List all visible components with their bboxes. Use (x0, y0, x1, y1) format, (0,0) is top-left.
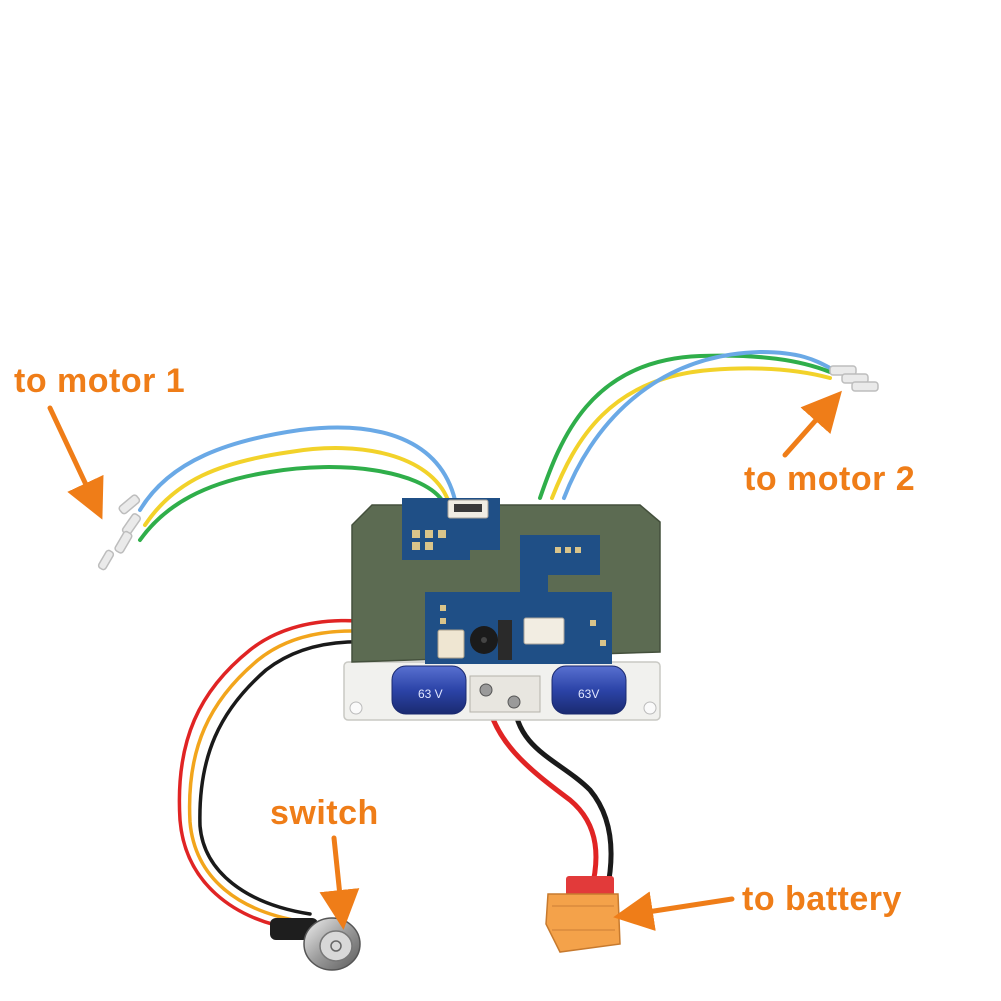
capacitor-right: 63V (551, 665, 627, 715)
motor-2-wires (538, 349, 832, 500)
battery-label: to battery (742, 880, 902, 918)
motor-2-label: to motor 2 (744, 460, 916, 498)
svg-text:63 V: 63 V (418, 687, 443, 701)
battery-wires (483, 687, 614, 898)
xt60-connector (545, 876, 621, 953)
motor-2-terminals (829, 365, 879, 392)
switch-label: switch (270, 794, 379, 832)
callout-arrows (47, 390, 842, 931)
power-terminals (469, 675, 541, 713)
motor-1-label: to motor 1 (14, 362, 186, 400)
svg-text:63V: 63V (578, 687, 599, 701)
capacitor-left: 63 V (391, 665, 467, 715)
switch-wires (177, 618, 442, 932)
pcb-pads (412, 530, 606, 646)
motor-1-terminals (97, 494, 141, 571)
power-switch (270, 917, 361, 971)
motor-1-wires (138, 425, 457, 542)
